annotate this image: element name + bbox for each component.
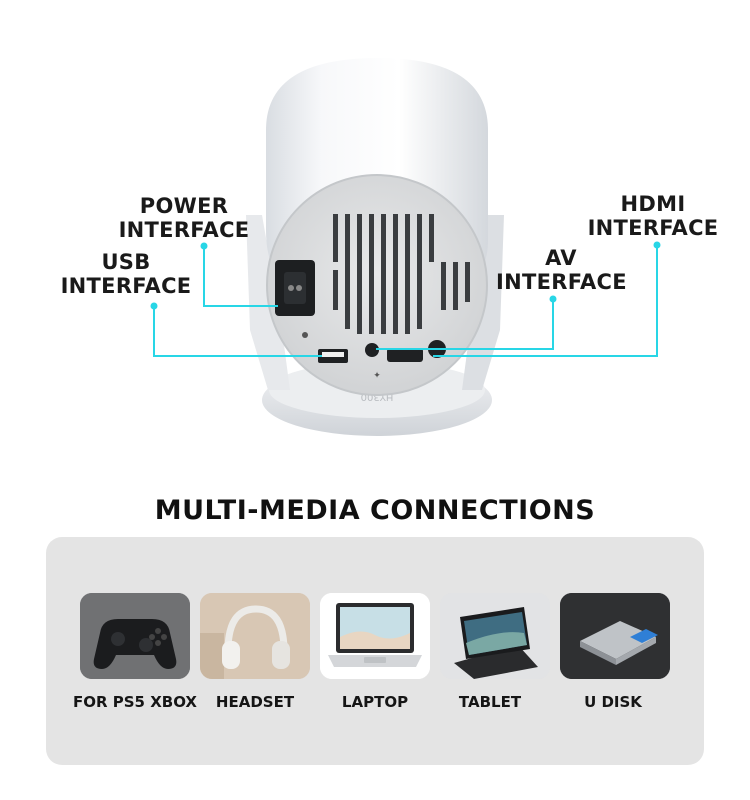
usb-drive-icon — [560, 593, 670, 679]
hdmi-label-line2: INTERFACE — [587, 216, 719, 240]
svg-text:✦: ✦ — [373, 371, 381, 381]
connection-label-tablet: TABLET — [458, 693, 522, 711]
power-interface-label: POWER INTERFACE — [114, 194, 254, 242]
usb-label-line2: INTERFACE — [60, 274, 192, 298]
hdmi-port — [387, 348, 423, 362]
connection-label-laptop: LAPTOP — [341, 693, 409, 711]
hdmi-interface-label: HDMI INTERFACE — [586, 192, 720, 240]
connection-label-ps5-xbox: FOR PS5 XBOX — [72, 693, 197, 711]
headphones-icon — [200, 593, 310, 679]
av-interface-label: AV INTERFACE — [496, 246, 627, 294]
av-label-line2: INTERFACE — [496, 270, 627, 294]
model-mark: HY300 — [361, 391, 394, 402]
laptop-icon — [320, 593, 430, 679]
power-label-line1: POWER — [139, 194, 229, 218]
dc-port — [428, 340, 446, 358]
power-label-line2: INTERFACE — [118, 218, 250, 242]
usb-interface-label: USB INTERFACE — [58, 250, 194, 298]
usb-label-line1: USB — [101, 250, 151, 274]
connection-label-u-disk: U DISK — [584, 693, 642, 711]
tablet-icon — [440, 593, 550, 679]
av-port — [365, 343, 379, 357]
gamepad-icon — [80, 593, 190, 679]
gamepad-tile — [80, 593, 190, 679]
power-socket — [275, 260, 315, 316]
av-label-line1: AV — [545, 246, 577, 270]
tablet-tile — [440, 593, 550, 679]
headset-tile — [200, 593, 310, 679]
laptop-tile — [320, 593, 430, 679]
usb-disk-tile — [560, 593, 670, 679]
connection-label-headset: HEADSET — [215, 693, 295, 711]
section-title: MULTI-MEDIA CONNECTIONS — [154, 495, 596, 526]
hdmi-label-line1: HDMI — [620, 192, 686, 216]
